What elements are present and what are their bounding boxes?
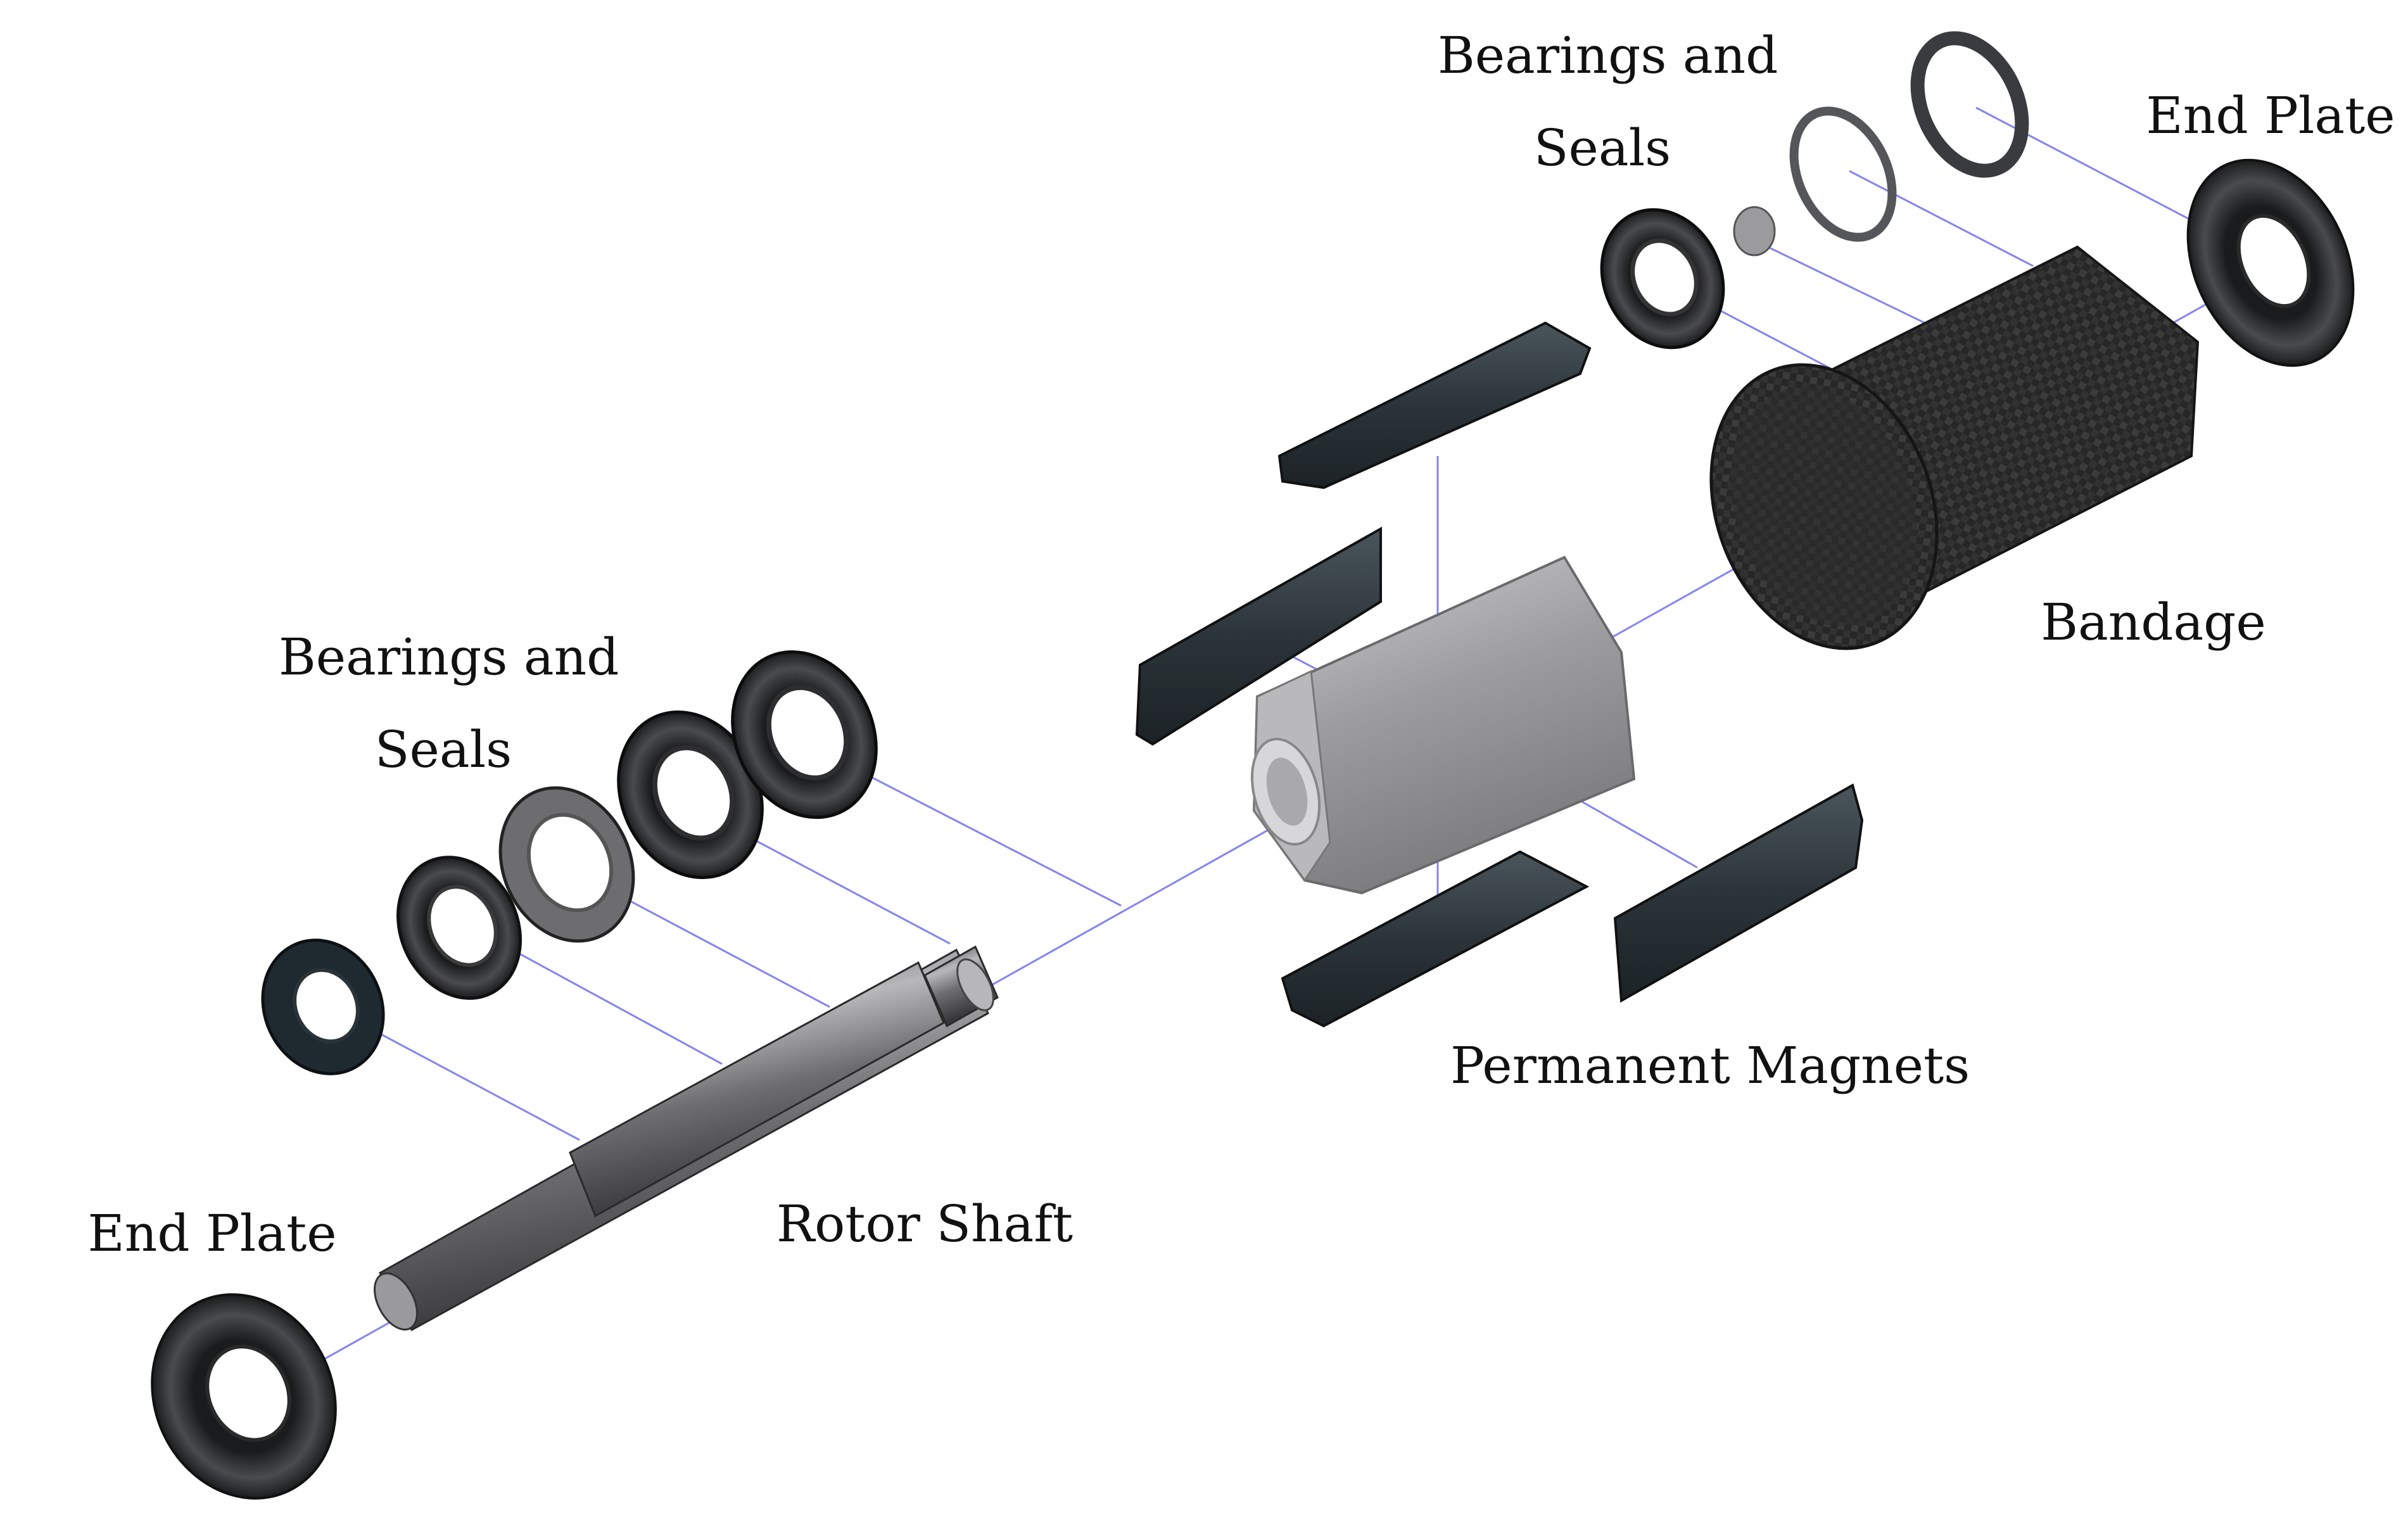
ring-1 — [261, 939, 385, 1075]
magnet-bottom — [1281, 850, 1590, 1028]
label-end-plate-bottom: End Plate — [87, 1204, 337, 1263]
label-bearings-seals-top: Bearings and Seals — [1438, 9, 1778, 194]
axis-line-top-ring — [1849, 170, 2034, 267]
label-permanent-magnets: Permanent Magnets — [1450, 1036, 1970, 1095]
ring-3 — [498, 786, 635, 943]
end-plate-top — [2186, 158, 2355, 367]
ring-5 — [731, 650, 878, 819]
rotor-core — [1250, 555, 1636, 895]
label-bearings-seals-top-line2: Seals — [1533, 118, 1671, 177]
top-ring — [1789, 106, 1897, 242]
ring-2 — [396, 856, 523, 1000]
rotor-shaft — [374, 945, 999, 1332]
axis-line-top-pin — [1741, 233, 1939, 331]
magnet-right — [1613, 783, 1864, 1003]
end-plate-bottom — [151, 1293, 337, 1500]
label-rotor-shaft: Rotor Shaft — [776, 1194, 1074, 1253]
label-end-plate-top: End Plate — [2146, 86, 2395, 145]
magnet-left — [1135, 526, 1382, 746]
label-bearings-seals-left-line2: Seals — [374, 720, 512, 779]
top-bearing — [1600, 208, 1725, 350]
bandage-sleeve — [1709, 245, 2200, 650]
top-pin — [1733, 206, 1776, 256]
bearings-and-seals-left — [261, 650, 878, 1075]
top-nut — [1910, 31, 2029, 178]
label-bearings-seals-top-line1: Bearings and — [1438, 26, 1778, 85]
label-bearings-seals-left: Bearings and Seals — [279, 611, 619, 796]
label-bandage: Bandage — [2041, 593, 2266, 652]
ring-4 — [617, 710, 764, 880]
magnet-top — [1277, 321, 1592, 490]
permanent-magnets — [1135, 321, 1864, 1028]
label-bearings-seals-left-line1: Bearings and — [279, 628, 619, 687]
bearings-and-seals-top — [1600, 31, 2029, 350]
